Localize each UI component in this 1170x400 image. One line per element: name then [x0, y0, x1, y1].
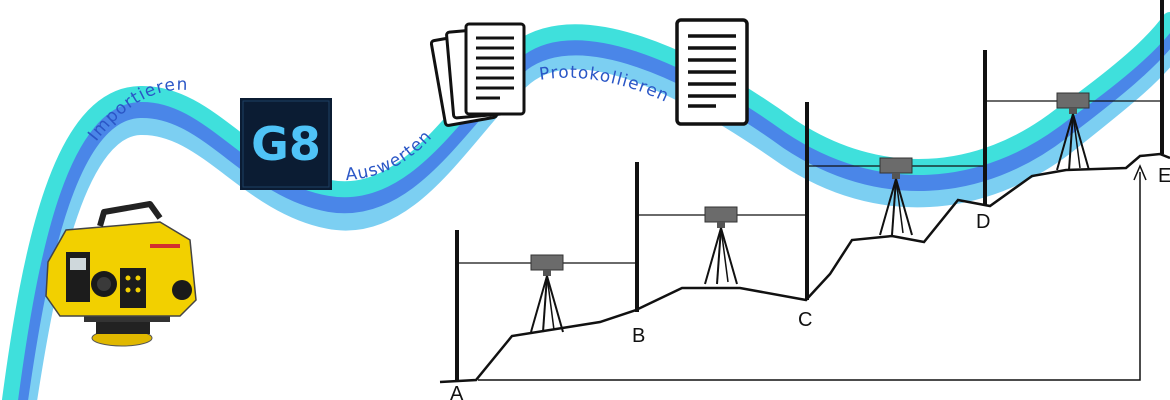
point-label-c: C [798, 309, 812, 331]
point-label-d: D [976, 211, 990, 233]
levelling-profile: A B C D E [439, 0, 1170, 400]
ribbon-light [3, 23, 1170, 400]
report-document-icon [675, 18, 749, 126]
documents-stack-icon [429, 22, 526, 127]
ribbon-blue [4, 18, 1170, 400]
g8-logo-text: G8 [251, 117, 321, 171]
tripod-level-icon [704, 206, 738, 285]
point-label-a: A [450, 383, 464, 400]
point-label-b: B [632, 325, 645, 347]
point-label-e: E [1158, 165, 1170, 187]
tripod-level-icon [530, 254, 564, 333]
digital-level-icon [45, 201, 197, 347]
terrain-line [439, 152, 1170, 384]
g8-logo-icon: G8 [240, 98, 332, 190]
overall-height-arrow [478, 172, 1141, 381]
